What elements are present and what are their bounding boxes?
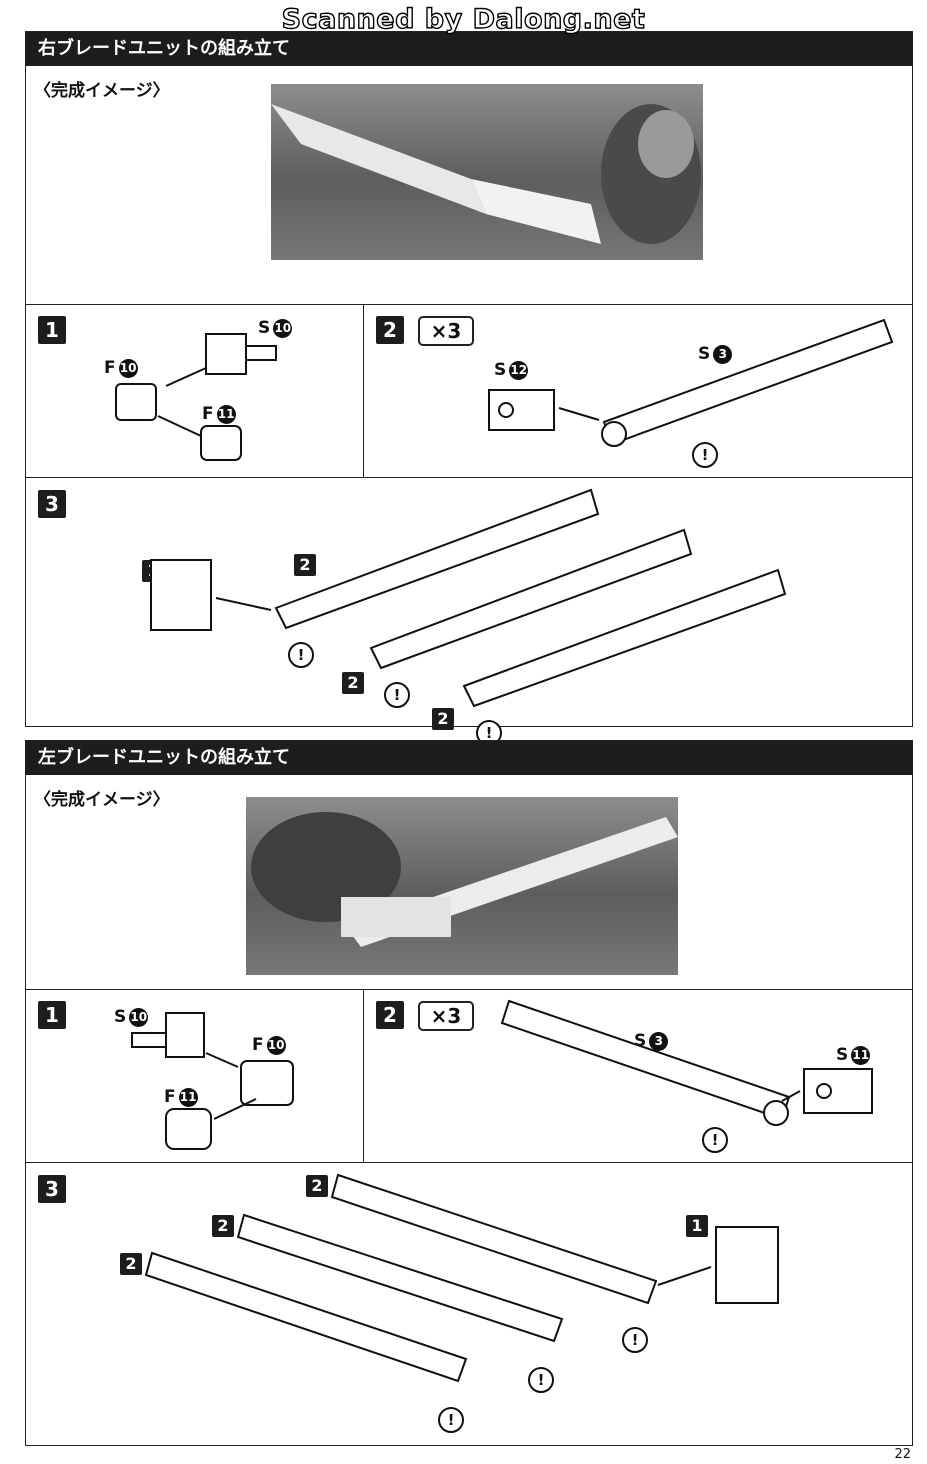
step-2-diagram — [488, 318, 894, 447]
step-1-diagram — [115, 333, 277, 461]
ref-step-2-badge: 2 — [432, 708, 454, 730]
finished-image-label: 〈完成イメージ〉 — [34, 790, 170, 810]
section-title: 右ブレードユニットの組み立て — [26, 32, 912, 66]
step-number: 1 — [38, 1001, 66, 1029]
caution-icon: ! — [622, 1327, 648, 1353]
caution-icon: ! — [692, 442, 718, 468]
ref-step-2-badge: 2 — [342, 672, 364, 694]
step-2-diagram — [500, 999, 873, 1126]
page-number: 22 — [894, 1447, 911, 1462]
step-3-panel: 3 2 2 2 1 ! ! ! — [26, 1163, 912, 1445]
finished-photo — [246, 797, 678, 975]
finished-image-area: 〈完成イメージ〉 — [26, 775, 912, 990]
step-3-diagram — [144, 1173, 779, 1383]
quantity-multiplier: ×3 — [418, 1001, 474, 1031]
ref-step-2-badge: 2 — [306, 1175, 328, 1197]
step-3-diagram — [150, 488, 787, 708]
finished-image-area: 〈完成イメージ〉 — [26, 66, 912, 305]
caution-icon: ! — [288, 642, 314, 668]
step-number: 1 — [38, 316, 66, 344]
blade-photo-illustration — [271, 104, 701, 244]
ref-step-1-badge: 1 — [686, 1215, 708, 1237]
ref-step-2-badge: 2 — [120, 1253, 142, 1275]
step-number: 2 — [376, 316, 404, 344]
caution-icon: ! — [438, 1407, 464, 1433]
step-1-diagram — [131, 1012, 294, 1150]
ref-step-2-badge: 2 — [212, 1215, 234, 1237]
finished-image-label: 〈完成イメージ〉 — [34, 81, 170, 101]
step-3-panel: 3 1 2 2 2 ! ! ! — [26, 478, 912, 746]
caution-icon: ! — [384, 682, 410, 708]
watermark: Scanned by Dalong.net — [281, 3, 646, 35]
section-title: 左ブレードユニットの組み立て — [26, 741, 912, 775]
quantity-multiplier: ×3 — [418, 316, 474, 346]
blade-photo-illustration — [251, 812, 678, 947]
step-number: 3 — [38, 1175, 66, 1203]
finished-photo — [271, 84, 703, 260]
caution-icon: ! — [702, 1127, 728, 1153]
caution-icon: ! — [528, 1367, 554, 1393]
ref-step-2-badge: 2 — [294, 554, 316, 576]
step-number: 3 — [38, 490, 66, 518]
step-number: 2 — [376, 1001, 404, 1029]
